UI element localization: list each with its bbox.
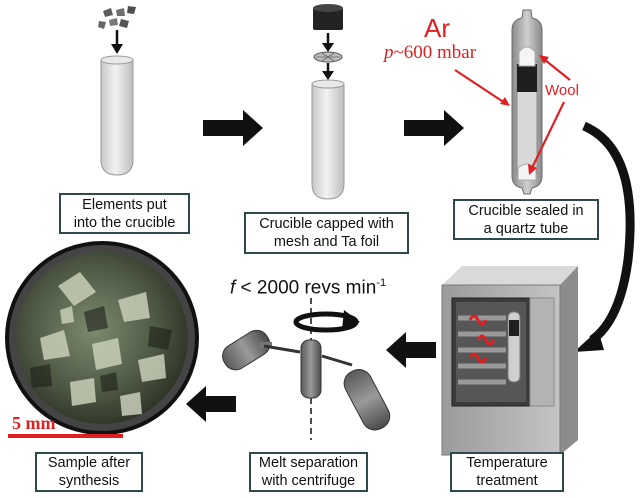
step-elements-label: Elements put into the crucible [59,193,190,234]
left-arrow-icon [386,332,436,368]
left-arrow-icon [186,386,236,422]
step-sealed-label: Crucible sealed in a quartz tube [453,199,599,240]
curved-arrow-icon [574,121,635,352]
frequency-label: f < 2000 revs min-1 [230,277,386,299]
mesh [313,51,343,63]
frequency-symbol: f [230,277,236,299]
step-melt-label: Melt separation with centrifuge [249,452,368,492]
step-sample-label: Sample after synthesis [35,452,143,492]
element-pieces [98,6,136,29]
right-arrow-icon [404,110,464,146]
ta-foil-cap [313,4,343,30]
frequency-exponent: -1 [376,277,387,289]
step-capped-label: Crucible capped with mesh and Ta foil [244,212,409,254]
crucible [311,79,345,200]
pressure-label: p~600 mbar [384,42,476,64]
centrifuge [222,298,391,440]
down-arrow-icon [322,33,334,52]
right-arrow-icon [203,110,263,146]
pressure-value: ~600 mbar [393,42,477,63]
frequency-value: < 2000 revs min [235,277,377,299]
annotation-arrows [454,55,571,175]
wool-label: Wool [545,82,579,99]
crucible [100,55,134,176]
furnace [441,266,578,456]
down-arrow-icon [322,63,334,80]
quartz-tube [511,9,543,195]
step-temperature-label: Temperature treatment [450,452,564,492]
rotation-arrow-icon [293,310,360,333]
sample-photo [5,241,199,435]
pressure-symbol: p [384,42,394,63]
gas-label: Ar [424,13,450,43]
scale-bar-label: 5 mm [12,413,56,433]
down-arrow-icon [111,30,123,54]
